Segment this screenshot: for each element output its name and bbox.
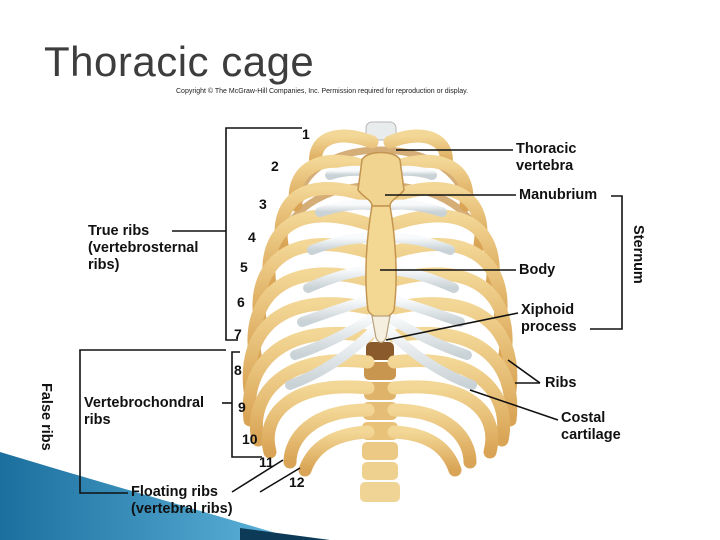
vertebrochondral-bracket — [231, 351, 262, 458]
manubrium-label: Manubrium — [519, 187, 598, 203]
bottom-bar — [240, 528, 330, 540]
rib-number-7: 7 — [234, 326, 242, 342]
right-ribs — [383, 129, 518, 477]
costal-cartilage-label: Costal cartilage — [561, 410, 621, 443]
rib-number-5: 5 — [240, 259, 248, 275]
xiphoid-shape — [371, 315, 391, 344]
body-label: Body — [519, 262, 556, 278]
rib-number-8: 8 — [234, 362, 242, 378]
floating-ribs-leader-11 — [231, 459, 284, 493]
xiphoid-leader — [385, 312, 519, 341]
rib-number-10: 10 — [242, 431, 258, 447]
costal-cartilage-leader — [469, 389, 559, 421]
sternum-bracket — [590, 195, 623, 330]
true-ribs-bracket — [225, 127, 302, 341]
floating-ribs-label: Floating ribs (vertebral ribs) — [131, 484, 233, 517]
rib-number-2: 2 — [271, 158, 279, 174]
thoracic-vertebra-label: Thoracic vertebra — [516, 141, 577, 174]
sternum-label: Sternum — [630, 225, 646, 284]
true-ribs-label: True ribs (vertebrosternal ribs) — [88, 223, 199, 273]
page-title: Thoracic cage — [44, 38, 315, 85]
rib-number-12: 12 — [289, 474, 305, 490]
rib-number-6: 6 — [237, 294, 245, 310]
corner-swoosh — [0, 452, 300, 540]
ribs-label: Ribs — [545, 375, 577, 391]
false-ribs-bracket — [79, 349, 226, 494]
floating-ribs-leader-12 — [259, 467, 301, 493]
sternum — [357, 151, 405, 344]
rib-number-11: 11 — [259, 454, 274, 470]
rib-number-3: 3 — [259, 196, 267, 212]
xiphoid-process-label: Xiphoid process — [521, 302, 577, 335]
rib-number-1: 1 — [302, 126, 310, 142]
ribs-leader-1 — [507, 359, 541, 384]
false-ribs-label: False ribs — [38, 383, 54, 451]
manubrium-shape — [357, 151, 405, 207]
vertebrochondral-ribs-label: Vertebrochondral ribs — [84, 395, 205, 428]
copyright-notice: Copyright © The McGraw-Hill Companies, I… — [176, 88, 469, 95]
rib-number-4: 4 — [248, 229, 256, 245]
rib-number-9: 9 — [238, 399, 246, 415]
